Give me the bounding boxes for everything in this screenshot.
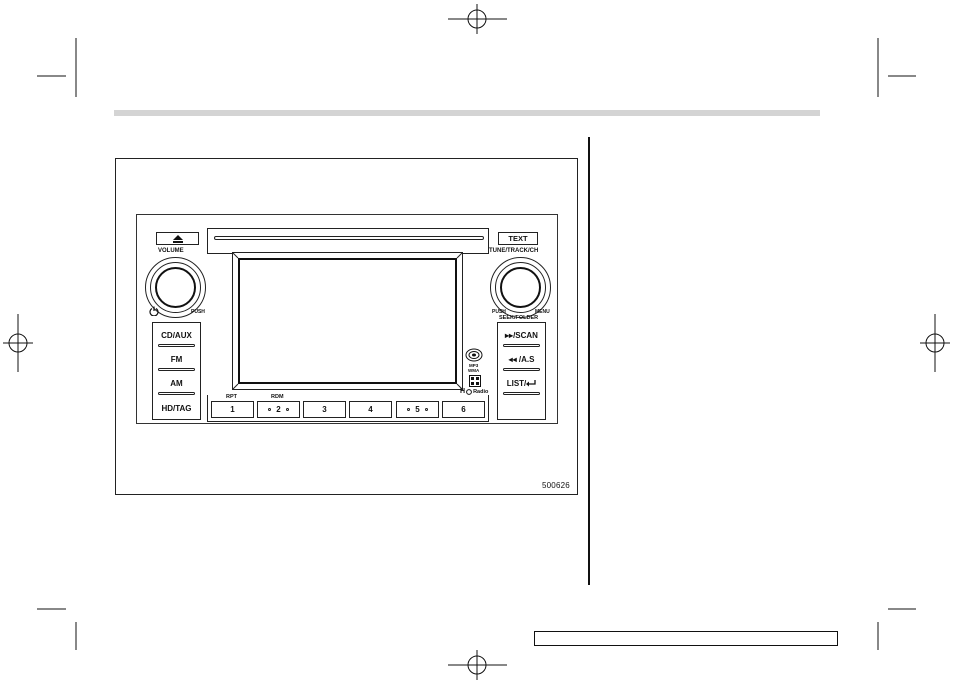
tune-knob-ring [495,262,546,313]
push-label-right: PUSH [492,309,506,315]
button-separator [503,368,540,371]
tune-track-ch-label: TUNE/TRACK/CH [489,248,539,254]
button-separator [158,392,195,395]
indicator-dot [424,408,428,411]
seek-down-as-button[interactable]: ◂◂ /A.S [508,354,535,364]
preset-frame [207,395,489,422]
source-button-panel: CD/AUX FM AM HD/TAG [152,322,201,420]
seek-up-scan-button[interactable]: ▸▸/SCAN [505,330,538,340]
volume-label: VOLUME [158,248,184,254]
preset-label: 4 [368,405,373,414]
am-button[interactable]: AM [170,378,183,388]
wma-logo-text: WMA [468,368,480,373]
preset-label: 1 [230,405,235,414]
preset-button-6[interactable]: 6 [442,401,485,418]
cd-slot [214,236,484,240]
function-button-panel: ▸▸/SCAN ◂◂ /A.S LIST/ [497,322,546,420]
preset-button-2[interactable]: 2 [257,401,300,418]
list-return-label: LIST/ [506,378,527,388]
figure-id: 500626 [542,481,570,490]
tune-knob-center [500,267,541,308]
cd-slot-frame [207,228,489,254]
preset-button-4[interactable]: 4 [349,401,392,418]
column-divider [588,137,590,585]
hd-radio-logo: H Radio [460,388,488,395]
display-screen [238,258,457,384]
menu-label: MENU [535,309,550,315]
rpt-label: RPT [226,394,237,400]
fm-button[interactable]: FM [170,354,183,364]
indicator-dot [285,408,289,411]
hd-logo-circle-icon [466,388,472,395]
preset-label: 5 [415,405,420,414]
volume-knob-center [155,267,196,308]
indicator-dot [407,408,411,411]
preset-button-5[interactable]: 5 [396,401,439,418]
display-bevel [232,252,463,390]
power-icon [149,306,159,316]
disc-logo-icon [465,348,483,362]
preset-label: 3 [322,405,327,414]
hd-logo-h: H [460,388,466,395]
list-return-button[interactable]: LIST/ [502,372,541,394]
eject-button[interactable] [156,232,199,245]
preset-button-3[interactable]: 3 [303,401,346,418]
cd-aux-button[interactable]: CD/AUX [161,330,192,340]
preset-label: 6 [461,405,466,414]
radio-unit [136,214,558,424]
footer-box [534,631,838,646]
button-separator [503,344,540,347]
volume-knob-ring [150,262,201,313]
button-separator [158,368,195,371]
rdm-label: RDM [271,394,284,400]
header-rule [114,110,820,116]
indicator-dot [268,408,272,411]
mp3-logo-text: MP3 [468,363,479,368]
media-logo-icon [469,375,481,387]
preset-label: 2 [276,405,281,414]
button-separator [503,392,540,395]
text-button[interactable]: TEXT [498,232,538,245]
push-label-left: PUSH [191,309,205,315]
eject-icon [172,234,183,243]
figure-frame [115,158,578,495]
preset-button-1[interactable]: 1 [211,401,254,418]
mp3-wma-logo: MP3 WMA [468,363,479,373]
hd-tag-button[interactable]: HD/TAG [161,403,192,413]
return-icon [526,380,536,387]
seek-folder-label: SEEK/FOLDER [499,315,539,321]
hd-radio-text: Radio [473,388,489,395]
button-separator [158,344,195,347]
